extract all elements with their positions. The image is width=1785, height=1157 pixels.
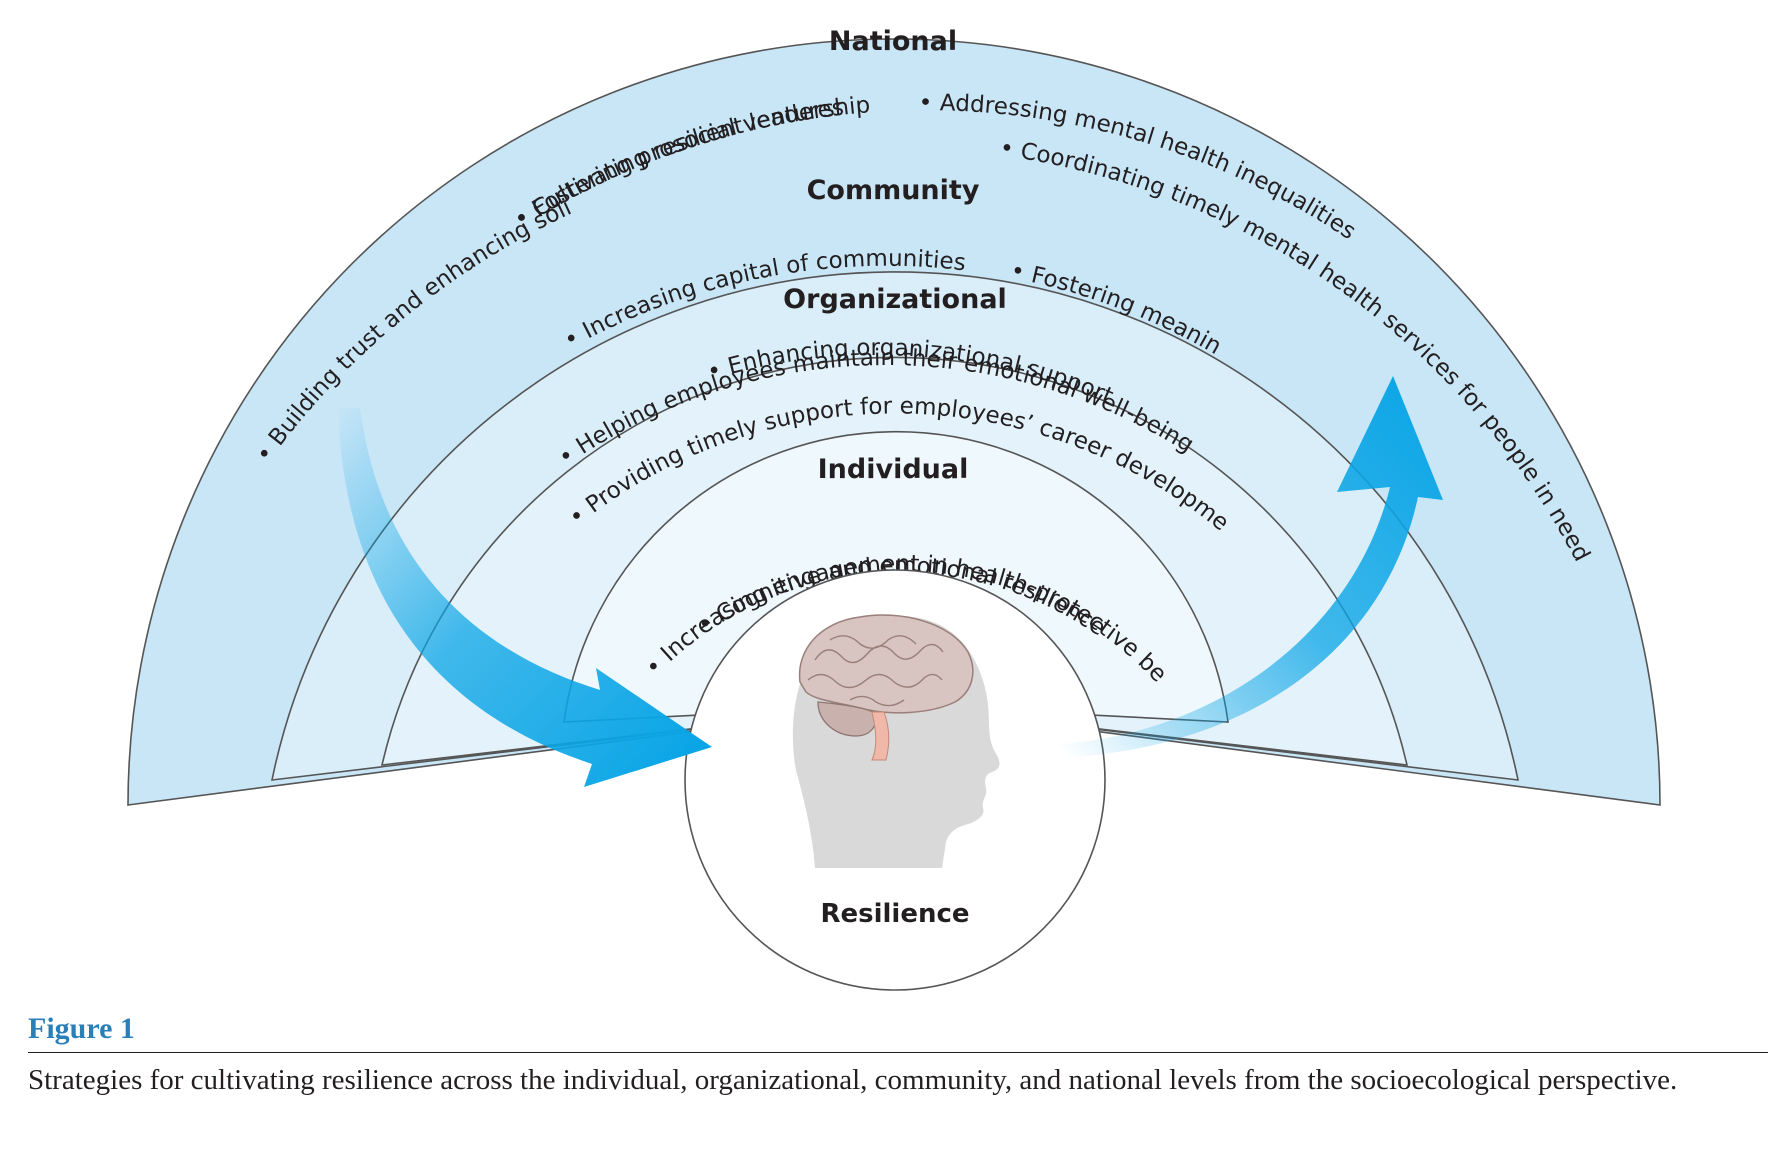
brain-cerebellum [817, 701, 877, 737]
brain-folds [807, 635, 944, 707]
center-label-resilience: Resilience [820, 899, 969, 929]
caption-rule [28, 1052, 1768, 1053]
title-community: Community [807, 175, 980, 206]
arrow-inward-icon [338, 408, 712, 787]
figure-caption: Figure 1 Strategies for cultivating resi… [28, 1012, 1768, 1099]
title-national: National [829, 26, 957, 57]
title-individual: Individual [818, 454, 969, 485]
arrow-outward-icon [1050, 376, 1443, 758]
socioecological-diagram: National Community Organizational Indivi… [0, 0, 1661, 991]
brain-stem [871, 711, 890, 761]
figure-label: Figure 1 [28, 1012, 135, 1045]
figure-caption-text: Strategies for cultivating resilience ac… [28, 1064, 1678, 1096]
head-brain-icon [792, 614, 1000, 868]
title-organizational: Organizational [783, 284, 1007, 315]
